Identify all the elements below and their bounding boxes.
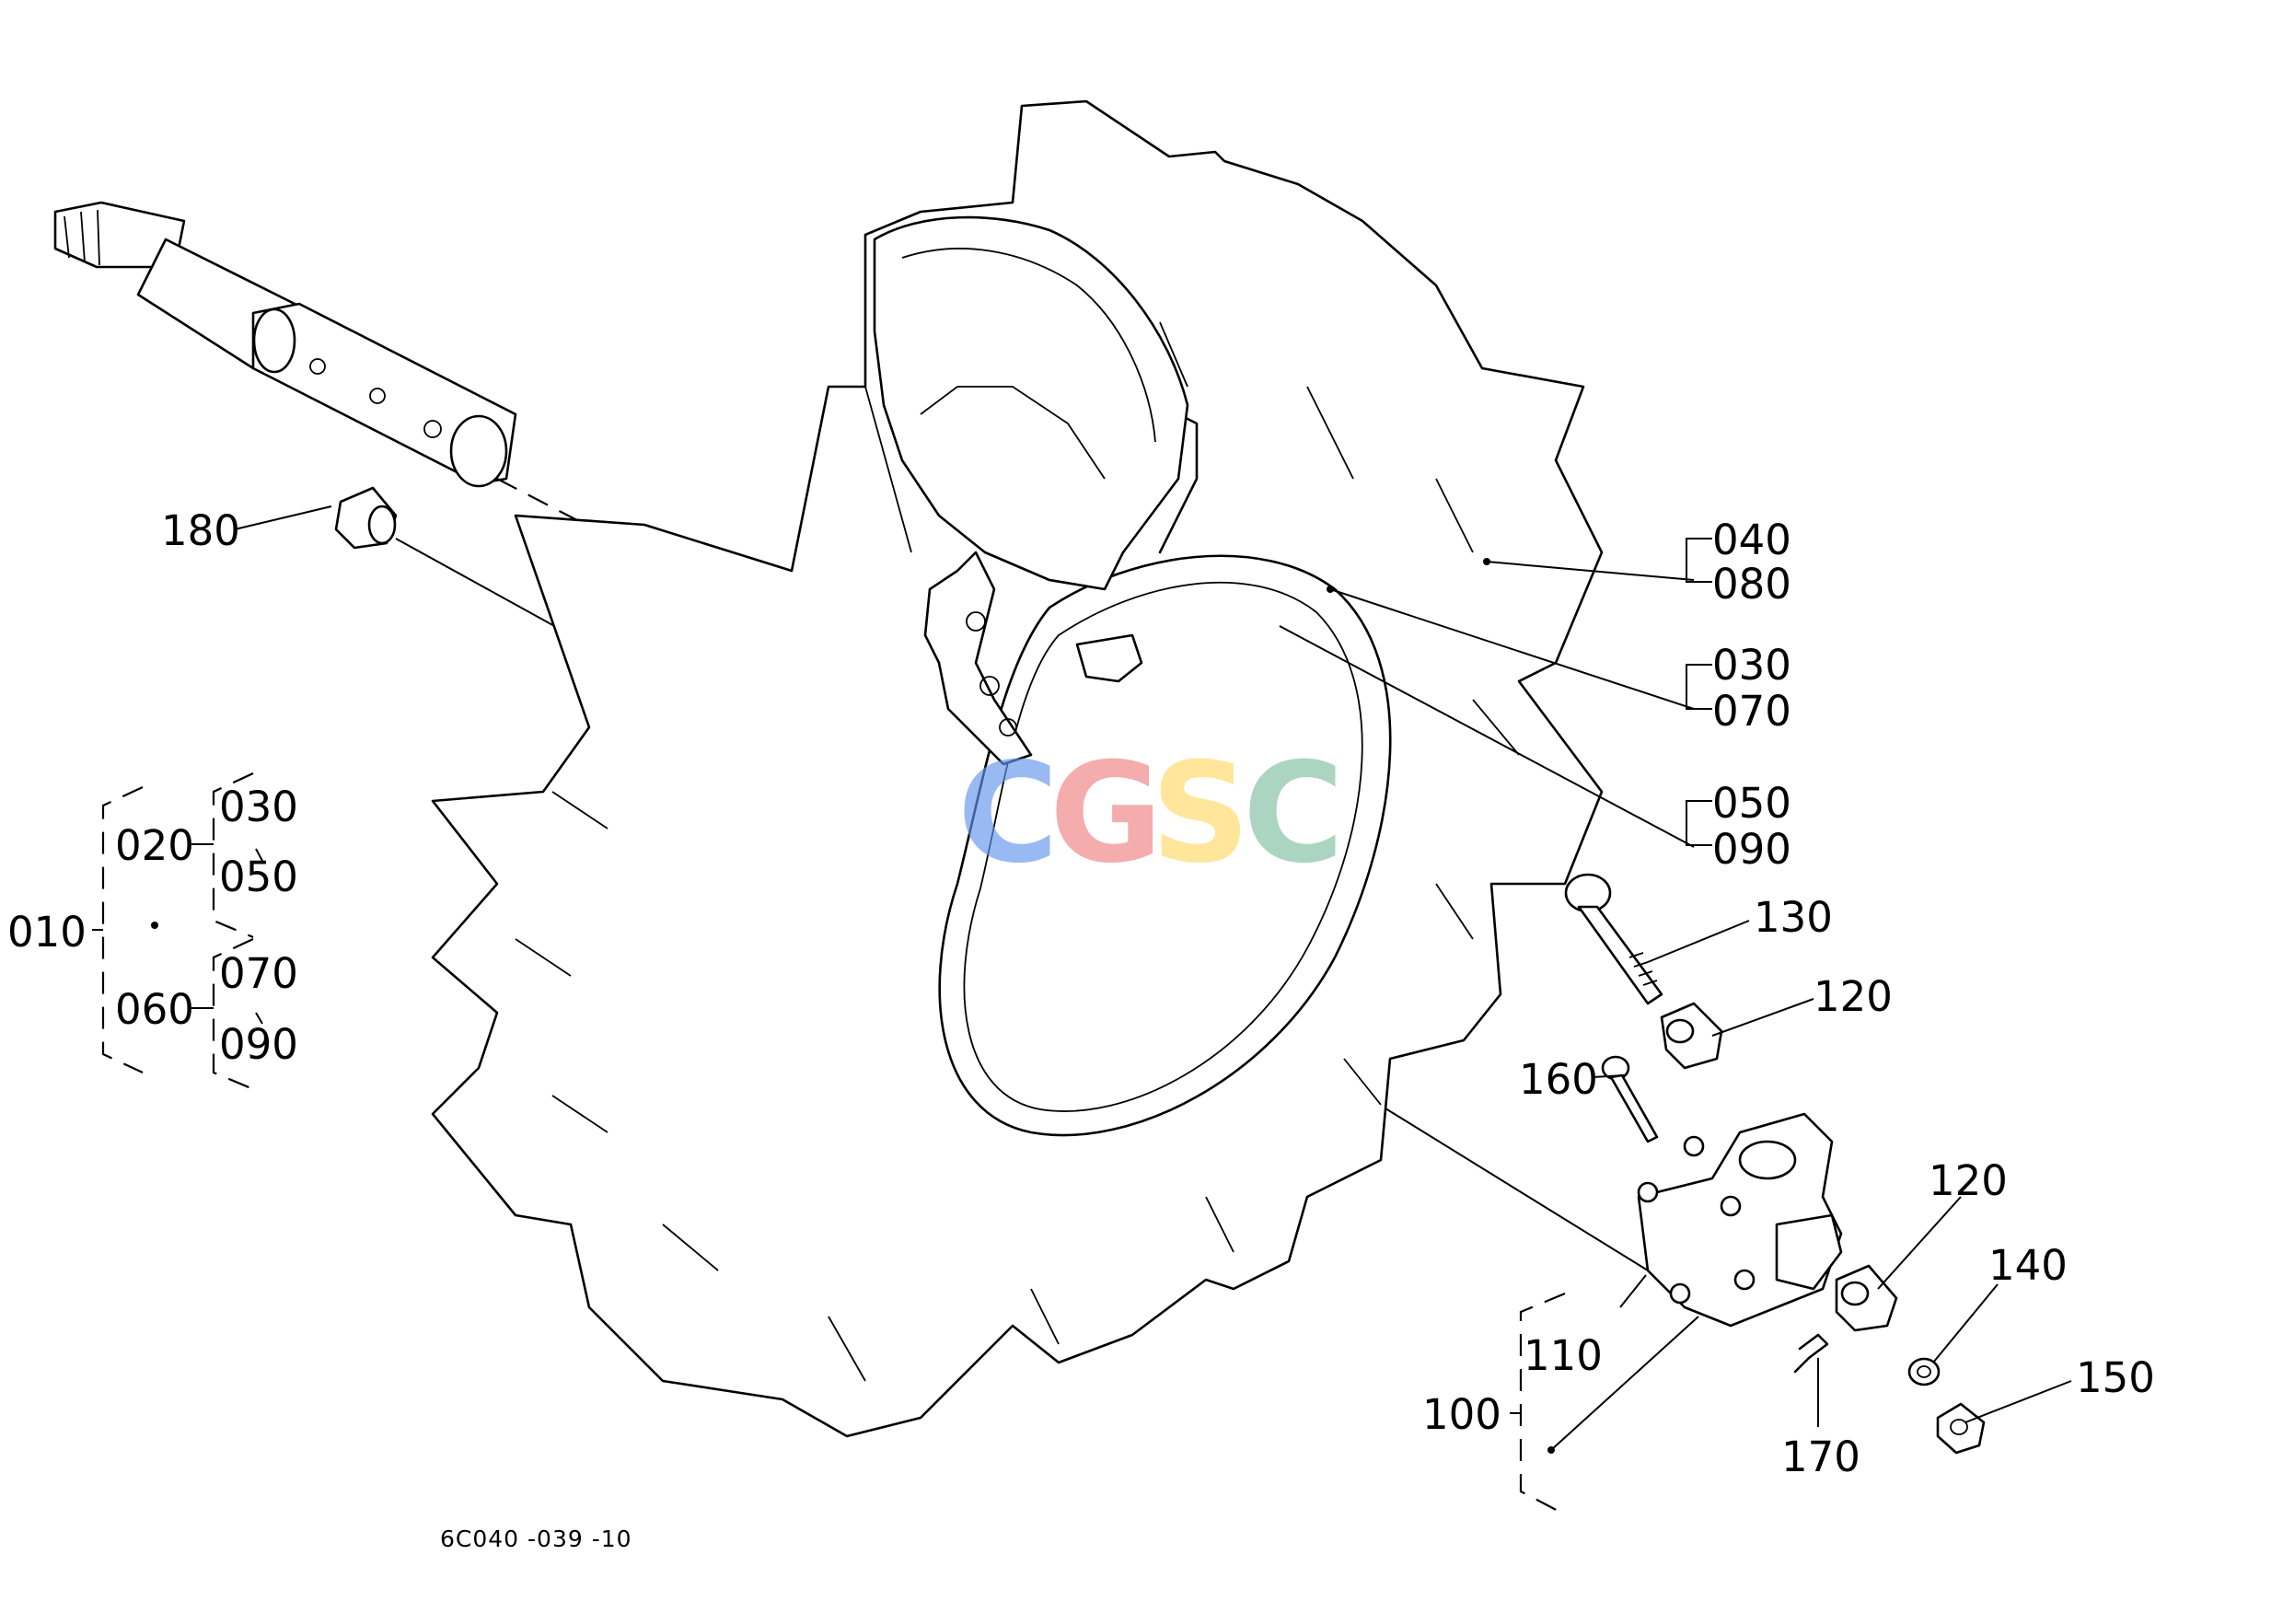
label-060: 060: [115, 985, 194, 1034]
axle-shaft: [53, 201, 517, 488]
watermark: C G S C: [957, 734, 1344, 894]
watermark-letter-3: S: [1151, 734, 1250, 894]
nut-150: [1936, 1402, 1986, 1455]
tire-section: [873, 215, 1189, 591]
label-130: 130: [1754, 893, 1833, 942]
collar-180: [334, 486, 398, 550]
label-group-050: 050: [219, 853, 298, 901]
pin-160: [1601, 1055, 1659, 1143]
label-brackets: [1686, 538, 1712, 846]
label-070: 070: [1712, 687, 1791, 736]
cotter-pin-170: [1793, 1333, 1829, 1374]
label-020: 020: [115, 821, 194, 870]
label-030: 030: [1712, 641, 1791, 690]
label-010: 010: [7, 908, 87, 957]
nut-120-lower: [1835, 1264, 1898, 1332]
leader-lines: [234, 505, 2072, 1451]
label-160: 160: [1519, 1055, 1598, 1104]
part-labels: 040 080 030 070 050 090 130 120 160 120 …: [7, 506, 2155, 1552]
nut-120-upper: [1660, 1002, 1723, 1070]
drawing-code: 6C040 -039 -10: [440, 1525, 632, 1552]
watermark-letter-2: G: [1049, 734, 1163, 894]
washer-140: [1907, 1357, 1941, 1386]
label-170: 170: [1781, 1433, 1860, 1481]
tire: [431, 99, 1604, 1438]
watermark-letter-4: C: [1243, 734, 1344, 894]
watermark-letter-1: C: [957, 734, 1059, 894]
label-120-upper: 120: [1814, 972, 1893, 1021]
label-080: 080: [1712, 560, 1791, 609]
label-140: 140: [1988, 1241, 2068, 1290]
label-150: 150: [2076, 1353, 2155, 1402]
label-group-070: 070: [219, 949, 298, 998]
label-110: 110: [1524, 1331, 1603, 1380]
group-brackets: [92, 558, 1566, 1515]
label-090: 090: [1712, 825, 1791, 874]
label-180: 180: [161, 506, 240, 555]
label-050: 050: [1712, 779, 1791, 828]
bolt-130: [1564, 873, 1663, 1005]
label-100: 100: [1422, 1390, 1501, 1439]
wheel-disc-plate: [923, 551, 1143, 766]
label-120-lower: 120: [1929, 1156, 2008, 1205]
label-group-030: 030: [219, 783, 298, 831]
label-040: 040: [1712, 516, 1791, 564]
hub-100: [1637, 1112, 1843, 1328]
label-group-090: 090: [219, 1020, 298, 1069]
